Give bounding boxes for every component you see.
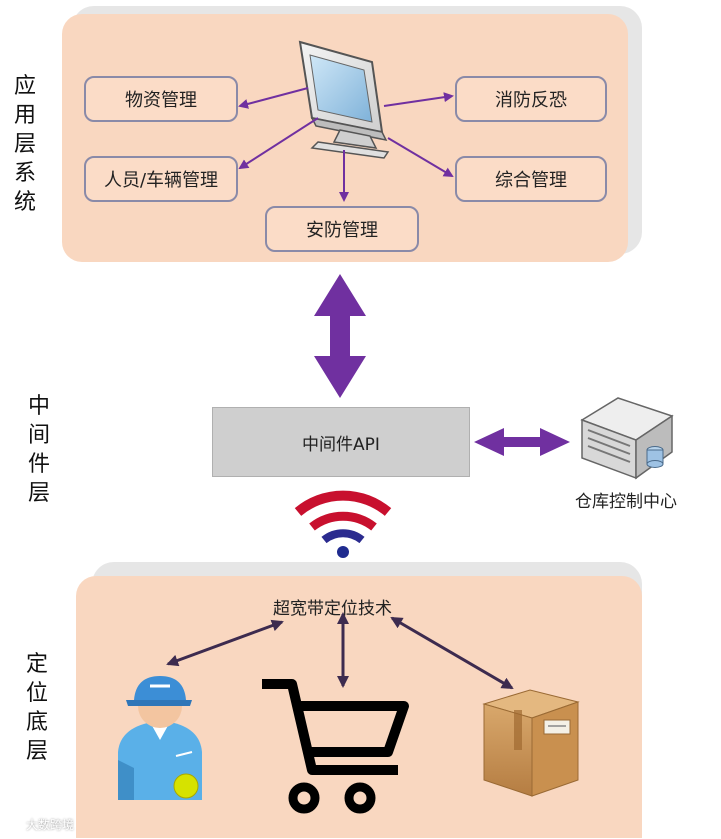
package-box-icon (482, 689, 580, 797)
wifi-icon (294, 490, 392, 558)
positioning-layer-label: 定位底层 (26, 652, 49, 764)
shopping-cart-icon (262, 679, 409, 814)
application-layer-label: 应用层系统 (14, 74, 37, 215)
module-personnel-vehicle-management[interactable]: 人员/车辆管理 (84, 156, 238, 202)
module-fire-terror[interactable]: 消防反恐 (455, 76, 607, 122)
computer-monitor-icon (298, 40, 390, 159)
uwb-positioning-label: 超宽带定位技术 (273, 599, 392, 619)
module-integrated-management[interactable]: 综合管理 (455, 156, 607, 202)
worker-icon (118, 676, 202, 800)
watermark-text: 大数跨境 (26, 818, 75, 832)
api-server-arrow (474, 428, 570, 456)
application-middleware-arrow (314, 274, 366, 398)
middleware-layer-label: 中间件层 (28, 394, 51, 506)
server-icon (580, 397, 674, 480)
module-materials-management[interactable]: 物资管理 (84, 76, 238, 122)
watermark-logo-icon (7, 819, 21, 833)
middleware-api-box[interactable]: 中间件API (212, 407, 470, 477)
module-security-management[interactable]: 安防管理 (265, 206, 419, 252)
warehouse-control-center-label: 仓库控制中心 (575, 492, 677, 512)
